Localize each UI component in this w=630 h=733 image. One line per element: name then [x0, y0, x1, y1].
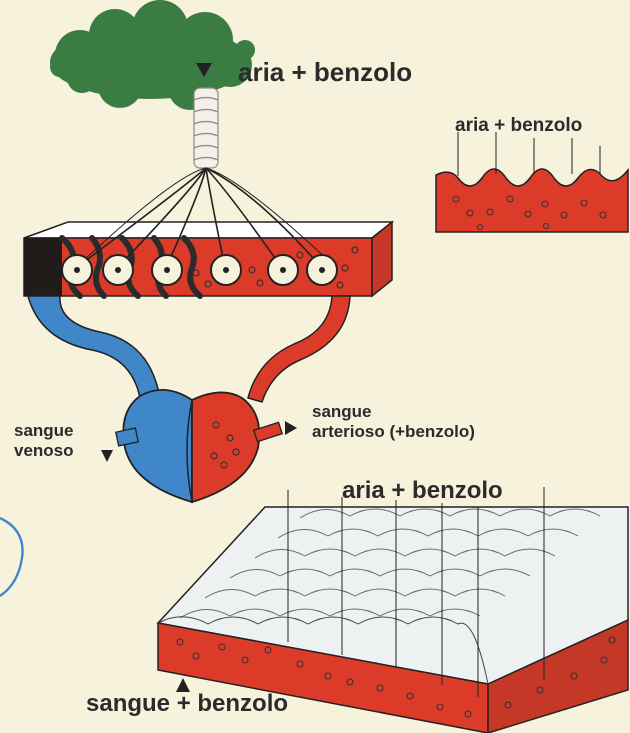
label-air-benzene-bottom: aria + benzolo — [342, 477, 503, 505]
label-air-benzene-top: aria + benzolo — [238, 58, 412, 88]
left-edge-blue-curve — [0, 518, 23, 596]
right-alveolar-strip — [436, 132, 628, 232]
arterial-arrow — [285, 421, 297, 435]
label-air-benzene-right: aria + benzolo — [455, 115, 582, 137]
label-venous-blood: sangue venoso — [14, 421, 74, 460]
trachea — [194, 88, 218, 168]
lung-tree-crown — [50, 0, 255, 110]
heart — [116, 390, 282, 502]
venous-vessel — [28, 296, 160, 398]
label-arterial-blood: sangue arterioso (+benzolo) — [312, 402, 475, 441]
label-blood-benzene: sangue + benzolo — [86, 690, 288, 718]
arterial-vessel — [248, 296, 350, 402]
venous-arrow — [101, 450, 113, 462]
